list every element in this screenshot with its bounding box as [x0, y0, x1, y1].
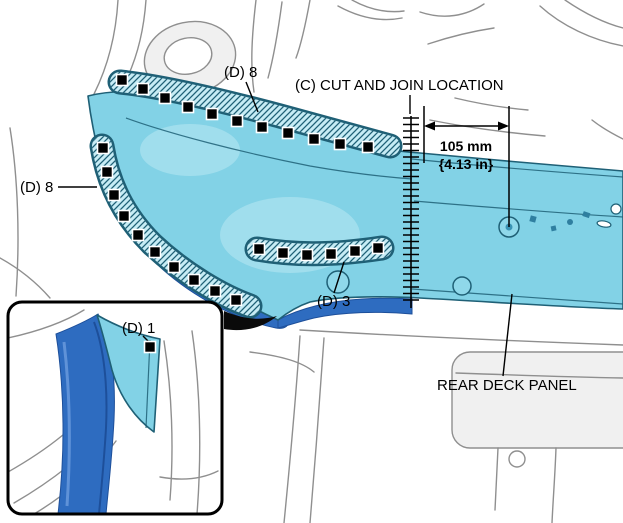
- weld-marker-left_flange: [107, 188, 121, 202]
- panel-slot: [596, 220, 612, 228]
- inset-detail-view: (D) 1: [6, 300, 277, 516]
- weld-marker-top_flange: [158, 91, 172, 105]
- weld-marker-top_flange: [181, 100, 195, 114]
- panel-dome-center: [452, 276, 472, 296]
- weld-marker-d3_flange: [348, 244, 362, 258]
- hatch-band-left: [92, 136, 260, 316]
- leader-lines: [58, 81, 513, 377]
- weld-marker-left_flange: [167, 260, 181, 274]
- weld-marker-left_flange: [208, 284, 222, 298]
- weld-marker-left_flange: [100, 165, 114, 179]
- weld-marker-left_flange: [117, 209, 131, 223]
- structure-hole-inner: [163, 36, 213, 76]
- hatch-band-d3: [247, 238, 392, 264]
- weld-marker-d3_flange: [371, 241, 385, 255]
- dark-blue-elbow-strip: [277, 297, 413, 329]
- weld-marker-left_flange: [229, 293, 243, 307]
- weld-marker-d3_flange: [324, 247, 338, 261]
- arrowhead-left: [424, 121, 435, 131]
- weld-marker-left_flange: [187, 273, 201, 287]
- weld-marker-top_flange: [361, 140, 375, 154]
- label-d3: (D) 3: [317, 293, 350, 310]
- arrowhead-right: [498, 121, 509, 131]
- weld-marker-top_flange: [281, 126, 295, 140]
- weld-marker-top_flange: [136, 82, 150, 96]
- weld-markers-layer: [96, 73, 385, 354]
- label-rear-deck-panel: REAR DECK PANEL: [437, 377, 577, 394]
- structure-access-panel: [451, 351, 623, 449]
- weld-marker-inset: [143, 340, 157, 354]
- weld-marker-top_flange: [333, 137, 347, 151]
- cut-line: [403, 116, 419, 308]
- label-dimension-mm: 105 mm: [440, 138, 492, 154]
- label-dimension-in: {4.13 in}: [439, 156, 494, 172]
- weld-marker-left_flange: [131, 228, 145, 242]
- weld-marker-left_flange: [96, 141, 110, 155]
- weld-marker-top_flange: [205, 107, 219, 121]
- weld-marker-top_flange: [115, 73, 129, 87]
- weld-marker-d3_flange: [276, 246, 290, 260]
- label-cut-and-join: (C) CUT AND JOIN LOCATION: [295, 77, 504, 94]
- leader-d8-top: [245, 81, 259, 113]
- structure-small-hole: [508, 450, 526, 468]
- label-d8-left: (D) 8: [20, 179, 53, 196]
- label-d1: (D) 1: [122, 320, 155, 337]
- weld-marker-d3_flange: [300, 248, 314, 262]
- leader-rear-deck: [502, 293, 513, 377]
- hatch-band-top: [110, 72, 400, 156]
- dimension-105mm: [423, 106, 510, 227]
- cut-line-ticks: [403, 117, 419, 301]
- inset-pointer-wedge: [224, 311, 277, 331]
- weld-marker-top_flange: [255, 120, 269, 134]
- leader-d3: [333, 261, 345, 294]
- weld-marker-top_flange: [230, 114, 244, 128]
- panel-hole: [610, 203, 622, 215]
- label-d8-top: (D) 8: [224, 64, 257, 81]
- weld-marker-top_flange: [307, 132, 321, 146]
- weld-marker-d3_flange: [252, 242, 266, 256]
- weld-marker-left_flange: [148, 245, 162, 259]
- callout-labels: (D) 8 (C) CUT AND JOIN LOCATION 105 mm {…: [20, 64, 577, 394]
- inset-frame: [6, 300, 224, 516]
- inset-content: (D) 1: [8, 309, 219, 514]
